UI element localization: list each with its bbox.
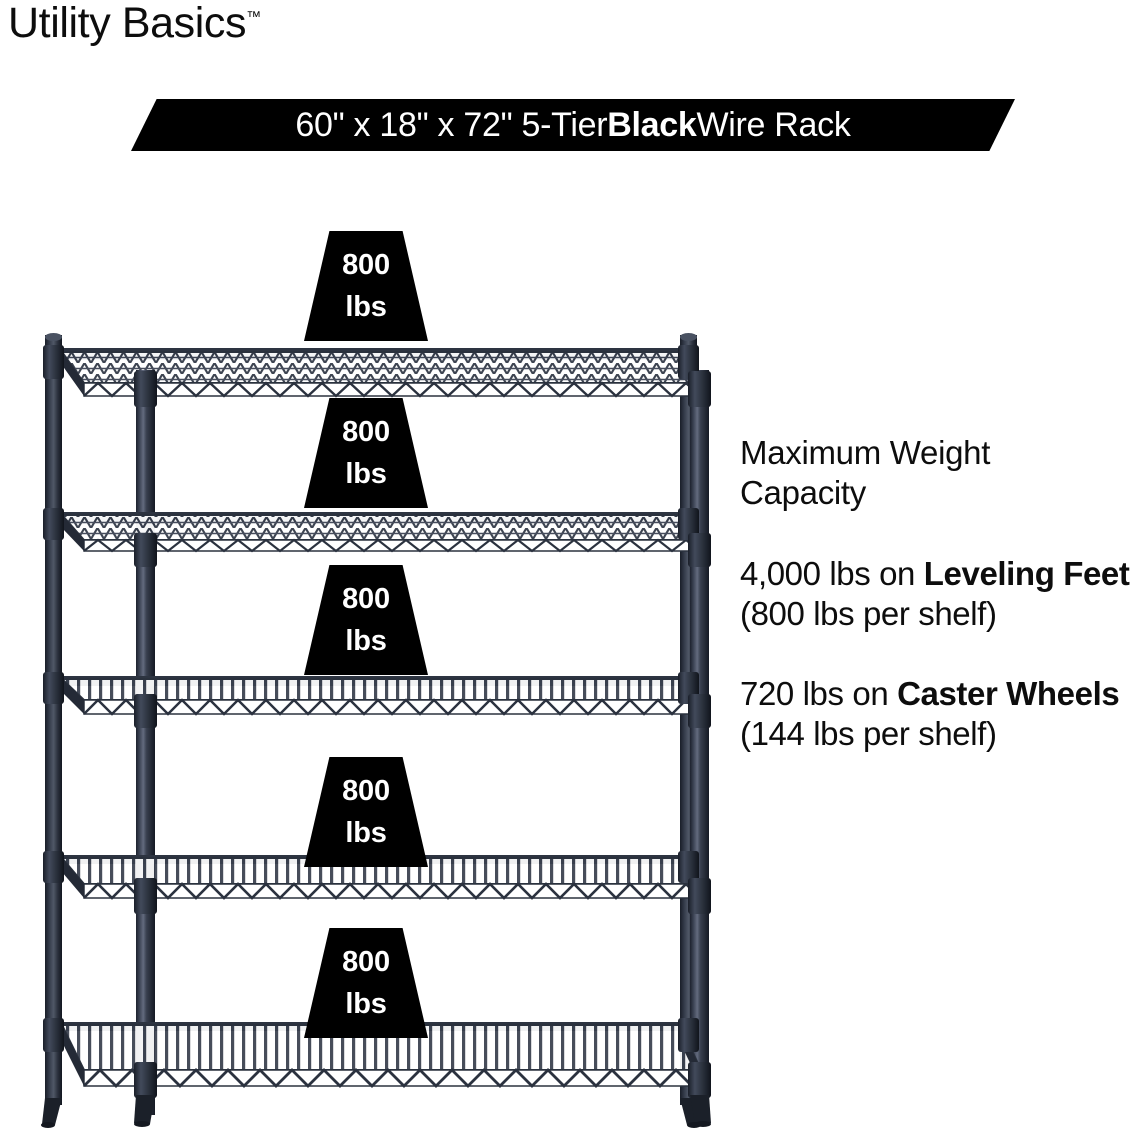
banner-text: 60" x 18" x 72" 5-Tier Black Wire Rack <box>131 99 1015 151</box>
badge-value: 800 <box>342 582 390 615</box>
banner-emphasis: Black <box>607 105 697 144</box>
banner-suffix: Wire Rack <box>696 105 851 144</box>
badge-text: 800 lbs <box>304 398 428 508</box>
banner-prefix: 60" x 18" x 72" 5-Tier <box>295 105 608 144</box>
shelf-tier-2 <box>59 512 704 553</box>
shelf-tier-1 <box>60 348 703 398</box>
badge-text: 800 lbs <box>304 928 428 1038</box>
shelf-load-badge: 800 lbs <box>304 398 428 508</box>
leveling-amount: 4,000 lbs on <box>740 554 924 592</box>
brand-name: Utility Basics <box>8 0 247 47</box>
shelf-tier-4 <box>59 855 704 900</box>
badge-value: 800 <box>342 774 390 807</box>
leveling-emphasis: Leveling Feet <box>923 554 1130 592</box>
caster-wheels-capacity: 720 lbs on Caster Wheels (144 lbs per sh… <box>740 674 1132 755</box>
caster-wheels-text: 720 lbs on Caster Wheels (144 lbs per sh… <box>740 674 1132 755</box>
leveling-feet-capacity: 4,000 lbs on Leveling Feet (800 lbs per … <box>740 554 1132 635</box>
shelf-collars <box>43 345 711 1098</box>
shelf-tier-3 <box>59 676 704 716</box>
capacity-heading-line2: Capacity <box>740 474 866 512</box>
badge-text: 800 lbs <box>304 757 428 867</box>
leveling-feet-text: 4,000 lbs on Leveling Feet (800 lbs per … <box>740 554 1132 635</box>
badge-text: 800 lbs <box>304 565 428 675</box>
product-title-banner: 60" x 18" x 72" 5-Tier Black Wire Rack <box>131 99 1015 151</box>
leveling-detail: (800 lbs per shelf) <box>740 594 997 632</box>
badge-unit: lbs <box>345 291 387 323</box>
shelf-load-badge: 800 lbs <box>304 231 428 341</box>
shelf-load-badge: 800 lbs <box>304 757 428 867</box>
badge-value: 800 <box>342 248 390 281</box>
badge-value: 800 <box>342 945 390 978</box>
leveling-feet <box>41 1095 711 1128</box>
badge-text: 800 lbs <box>304 231 428 341</box>
weight-capacity-info: Maximum Weight Capacity 4,000 lbs on Lev… <box>740 433 1132 755</box>
badge-unit: lbs <box>345 458 387 490</box>
wire-rack-illustration <box>41 333 711 1128</box>
shelf-tier-5 <box>60 1022 703 1088</box>
trademark-icon: ™ <box>246 8 262 26</box>
shelf-load-badge: 800 lbs <box>304 928 428 1038</box>
banner-background <box>131 99 1015 151</box>
caster-amount: 720 lbs on <box>740 675 898 712</box>
capacity-heading-block: Maximum Weight Capacity <box>740 433 1132 514</box>
capacity-heading-line1: Maximum Weight <box>740 434 991 471</box>
badge-unit: lbs <box>345 625 387 657</box>
shelf-load-badge: 800 lbs <box>304 565 428 675</box>
brand-logo: Utility Basics™ <box>8 2 261 45</box>
badge-unit: lbs <box>345 817 387 849</box>
badge-value: 800 <box>342 415 390 448</box>
caster-emphasis: Caster Wheels <box>897 675 1120 712</box>
caster-detail: (144 lbs per shelf) <box>740 715 997 753</box>
badge-unit: lbs <box>345 988 387 1020</box>
